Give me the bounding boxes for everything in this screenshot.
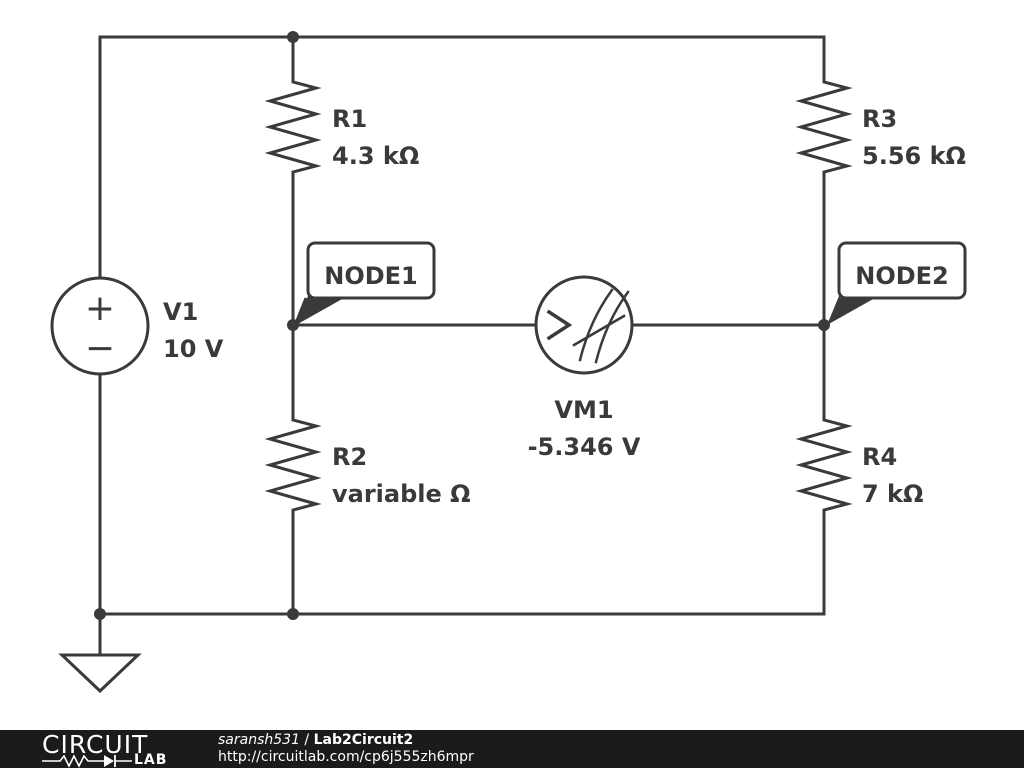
resistor-diode-icon xyxy=(42,754,132,768)
voltmeter-vm1[interactable] xyxy=(534,275,634,375)
r3-value: 5.56 kΩ xyxy=(862,142,966,170)
footer-bar: CIRCUIT LAB saransh531 / Lab2Circuit2 ht… xyxy=(0,730,1024,768)
junction-dot xyxy=(94,608,106,620)
v1-minus-glyph: − xyxy=(85,328,115,369)
circuitlab-logo[interactable]: CIRCUIT LAB xyxy=(42,732,182,768)
junction-dot xyxy=(287,608,299,620)
node-flag-node2[interactable]: NODE2 xyxy=(827,241,967,325)
vm1-name: VM1 xyxy=(554,396,613,424)
author-link[interactable]: saransh531 xyxy=(218,732,300,748)
voltmeter-v-icon xyxy=(546,309,573,341)
r4-name: R4 xyxy=(862,443,897,471)
circuit-url[interactable]: http://circuitlab.com/cp6j555zh6mpr xyxy=(218,749,474,765)
node2-label: NODE2 xyxy=(855,262,949,290)
logo-text-lab: LAB xyxy=(134,752,168,768)
junctions xyxy=(94,31,830,620)
v1-plus-glyph: + xyxy=(85,288,115,329)
r2-value: variable Ω xyxy=(332,480,471,508)
voltmeter-needle-icon xyxy=(578,288,630,364)
r2-name: R2 xyxy=(332,443,367,471)
node1-label: NODE1 xyxy=(324,262,418,290)
voltage-source-v1[interactable]: + − xyxy=(50,276,150,376)
schematic-canvas: + − NODE1 NODE2 R1 4.3 kΩ R3 5.56 kΩ R2 … xyxy=(50,31,967,694)
wires xyxy=(98,35,826,657)
ground-icon xyxy=(58,653,142,694)
circuit-byline: saransh531 / Lab2Circuit2 xyxy=(218,732,474,749)
junction-dot xyxy=(818,319,830,331)
r1-name: R1 xyxy=(332,105,367,133)
resistor-r2[interactable] xyxy=(264,411,322,527)
byline-separator: / xyxy=(299,732,314,748)
circuit-title[interactable]: Lab2Circuit2 xyxy=(313,732,414,748)
resistor-r3[interactable] xyxy=(795,73,853,189)
resistor-r1[interactable] xyxy=(264,73,322,189)
logo-text-circuit: CIRCUIT xyxy=(42,730,149,759)
junction-dot xyxy=(287,31,299,43)
r3-name: R3 xyxy=(862,105,897,133)
r1-value: 4.3 kΩ xyxy=(332,142,419,170)
vm1-value: -5.346 V xyxy=(528,433,641,461)
node-flag-node1[interactable]: NODE1 xyxy=(294,241,436,325)
v1-name: V1 xyxy=(163,298,198,326)
circuit-info: saransh531 / Lab2Circuit2 http://circuit… xyxy=(218,732,474,766)
v1-value: 10 V xyxy=(163,335,224,363)
resistor-r4[interactable] xyxy=(795,411,853,527)
r4-value: 7 kΩ xyxy=(862,480,923,508)
voltmeter-scale-icon xyxy=(572,314,626,347)
